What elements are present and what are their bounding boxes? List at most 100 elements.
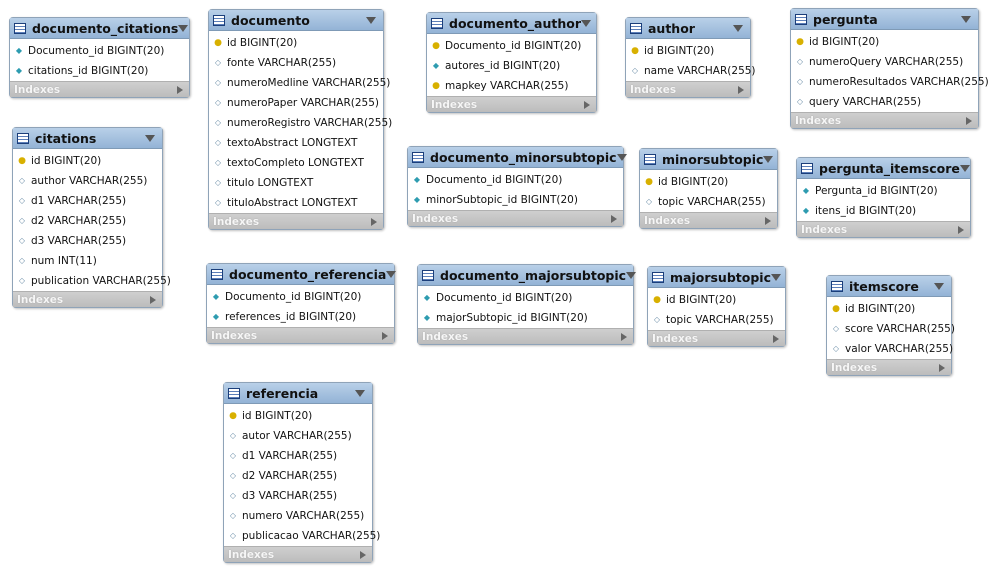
table-header[interactable]: citations <box>13 128 162 149</box>
expand-indexes-icon[interactable] <box>958 225 964 234</box>
expand-indexes-icon[interactable] <box>621 332 627 341</box>
column-row[interactable]: ◇d2 VARCHAR(255) <box>13 211 162 231</box>
column-row[interactable]: ◇d1 VARCHAR(255) <box>224 446 372 466</box>
column-row[interactable]: ◇numeroRegistro VARCHAR(255) <box>209 113 392 133</box>
indexes-bar[interactable]: Indexes <box>209 213 383 229</box>
indexes-bar[interactable]: Indexes <box>827 359 951 375</box>
column-row[interactable]: ◇topic VARCHAR(255) <box>640 192 777 212</box>
column-row[interactable]: ◇d2 VARCHAR(255) <box>224 466 372 486</box>
table-documento-majorsubtopic[interactable]: documento_majorsubtopic◆Documento_id BIG… <box>417 264 637 345</box>
column-row[interactable]: ◇topic VARCHAR(255) <box>648 310 785 330</box>
expand-indexes-icon[interactable] <box>150 295 156 304</box>
collapse-toggle-icon[interactable] <box>581 19 592 27</box>
collapse-toggle-icon[interactable] <box>733 24 743 32</box>
column-row[interactable]: ●id BIGINT(20) <box>626 41 750 61</box>
table-author[interactable]: author●id BIGINT(20)◇name VARCHAR(255)In… <box>625 17 756 98</box>
column-row[interactable]: ●id BIGINT(20) <box>209 33 383 53</box>
expand-indexes-icon[interactable] <box>939 363 945 372</box>
collapse-toggle-icon[interactable] <box>386 270 397 278</box>
column-row[interactable]: ◇author VARCHAR(255) <box>13 171 162 191</box>
column-row[interactable]: ◆Documento_id BIGINT(20) <box>408 170 623 190</box>
table-referencia[interactable]: referencia●id BIGINT(20)◇autor VARCHAR(2… <box>223 382 380 563</box>
column-row[interactable]: ●id BIGINT(20) <box>640 172 777 192</box>
column-row[interactable]: ◇numeroMedline VARCHAR(255) <box>209 73 390 93</box>
indexes-bar[interactable]: Indexes <box>207 327 394 343</box>
table-itemscore[interactable]: itemscore●id BIGINT(20)◇score VARCHAR(25… <box>826 275 955 376</box>
column-row[interactable]: ◇d3 VARCHAR(255) <box>224 486 372 506</box>
column-row[interactable]: ◇name VARCHAR(255) <box>626 61 756 81</box>
table-documento[interactable]: documento●id BIGINT(20)◇fonte VARCHAR(25… <box>208 9 392 230</box>
column-row[interactable]: ◇publication VARCHAR(255) <box>13 271 171 291</box>
collapse-toggle-icon[interactable] <box>366 16 376 24</box>
table-header[interactable]: author <box>626 18 750 39</box>
indexes-bar[interactable]: Indexes <box>408 210 623 226</box>
column-row[interactable]: ●Documento_id BIGINT(20) <box>427 36 596 56</box>
column-row[interactable]: ◆citations_id BIGINT(20) <box>10 61 189 81</box>
expand-indexes-icon[interactable] <box>966 116 972 125</box>
expand-indexes-icon[interactable] <box>611 214 617 223</box>
table-header[interactable]: itemscore <box>827 276 951 297</box>
expand-indexes-icon[interactable] <box>360 550 366 559</box>
column-row[interactable]: ◇autor VARCHAR(255) <box>224 426 372 446</box>
collapse-toggle-icon[interactable] <box>616 153 627 161</box>
column-row[interactable]: ◇num INT(11) <box>13 251 162 271</box>
collapse-toggle-icon[interactable] <box>626 271 637 279</box>
collapse-toggle-icon[interactable] <box>763 155 774 163</box>
expand-indexes-icon[interactable] <box>773 334 779 343</box>
collapse-toggle-icon[interactable] <box>145 134 155 142</box>
column-row[interactable]: ◇textoCompleto LONGTEXT <box>209 153 383 173</box>
table-pergunta[interactable]: pergunta●id BIGINT(20)◇numeroQuery VARCH… <box>790 8 989 129</box>
column-row[interactable]: ◇numeroQuery VARCHAR(255) <box>791 52 978 72</box>
column-row[interactable]: ◇numeroPaper VARCHAR(255) <box>209 93 383 113</box>
column-row[interactable]: ◇textoAbstract LONGTEXT <box>209 133 383 153</box>
column-row[interactable]: ◆minorSubtopic_id BIGINT(20) <box>408 190 623 210</box>
collapse-toggle-icon[interactable] <box>934 282 944 290</box>
collapse-toggle-icon[interactable] <box>961 15 971 23</box>
collapse-toggle-icon[interactable] <box>178 24 189 32</box>
indexes-bar[interactable]: Indexes <box>224 546 372 562</box>
table-header[interactable]: documento_citations <box>10 18 189 39</box>
table-documento-citations[interactable]: documento_citations◆Documento_id BIGINT(… <box>9 17 190 98</box>
column-row[interactable]: ◇fonte VARCHAR(255) <box>209 53 383 73</box>
collapse-toggle-icon[interactable] <box>771 273 781 281</box>
table-header[interactable]: pergunta <box>791 9 978 30</box>
column-row[interactable]: ●id BIGINT(20) <box>648 290 785 310</box>
column-row[interactable]: ◇numero VARCHAR(255) <box>224 506 372 526</box>
column-row[interactable]: ◇numeroResultados VARCHAR(255) <box>791 72 989 92</box>
table-header[interactable]: documento <box>209 10 383 31</box>
column-row[interactable]: ◇tituloAbstract LONGTEXT <box>209 193 383 213</box>
table-minorsubtopic[interactable]: minorsubtopic●id BIGINT(20)◇topic VARCHA… <box>639 148 778 229</box>
column-row[interactable]: ◇score VARCHAR(255) <box>827 319 955 339</box>
column-row[interactable]: ◆references_id BIGINT(20) <box>207 307 394 327</box>
column-row[interactable]: ●id BIGINT(20) <box>224 406 372 426</box>
column-row[interactable]: ◇d3 VARCHAR(255) <box>13 231 162 251</box>
indexes-bar[interactable]: Indexes <box>10 81 189 97</box>
indexes-bar[interactable]: Indexes <box>640 212 777 228</box>
column-row[interactable]: ●id BIGINT(20) <box>13 151 162 171</box>
column-row[interactable]: ●id BIGINT(20) <box>827 299 951 319</box>
expand-indexes-icon[interactable] <box>738 85 744 94</box>
table-header[interactable]: documento_majorsubtopic <box>418 265 637 286</box>
column-row[interactable]: ◆autores_id BIGINT(20) <box>427 56 596 76</box>
table-header[interactable]: documento_referencia <box>207 264 397 285</box>
indexes-bar[interactable]: Indexes <box>13 291 162 307</box>
column-row[interactable]: ◇titulo LONGTEXT <box>209 173 383 193</box>
column-row[interactable]: ◆majorSubtopic_id BIGINT(20) <box>418 308 633 328</box>
expand-indexes-icon[interactable] <box>765 216 771 225</box>
collapse-toggle-icon[interactable] <box>959 164 970 172</box>
table-documento-author[interactable]: documento_author●Documento_id BIGINT(20)… <box>426 12 597 113</box>
column-row[interactable]: ◆itens_id BIGINT(20) <box>797 201 970 221</box>
column-row[interactable]: ◆Documento_id BIGINT(20) <box>207 287 394 307</box>
column-row[interactable]: ◆Pergunta_id BIGINT(20) <box>797 181 970 201</box>
table-header[interactable]: documento_author <box>427 13 596 34</box>
column-row[interactable]: ●mapkey VARCHAR(255) <box>427 76 596 96</box>
table-header[interactable]: minorsubtopic <box>640 149 777 170</box>
collapse-toggle-icon[interactable] <box>355 389 365 397</box>
table-header[interactable]: pergunta_itemscore <box>797 158 970 179</box>
indexes-bar[interactable]: Indexes <box>427 96 596 112</box>
table-citations[interactable]: citations●id BIGINT(20)◇author VARCHAR(2… <box>12 127 171 308</box>
column-row[interactable]: ◇query VARCHAR(255) <box>791 92 978 112</box>
column-row[interactable]: ●id BIGINT(20) <box>791 32 978 52</box>
column-row[interactable]: ◇valor VARCHAR(255) <box>827 339 953 359</box>
table-header[interactable]: majorsubtopic <box>648 267 785 288</box>
